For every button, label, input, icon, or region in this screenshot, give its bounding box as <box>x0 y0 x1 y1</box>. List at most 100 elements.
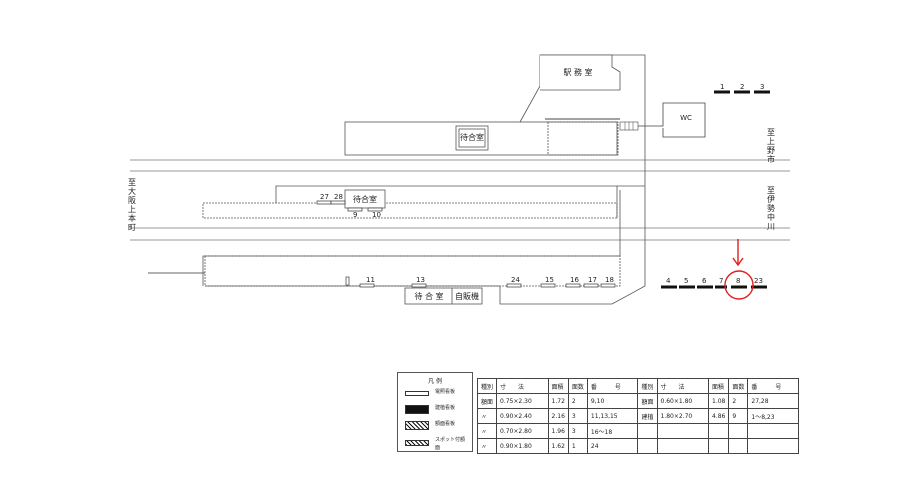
cell <box>747 438 799 454</box>
header-cell: 種別 <box>637 378 658 394</box>
vending-machine-label: 自販機 <box>455 292 479 301</box>
frame-signs <box>316 200 616 288</box>
legend-label: 建植看板 <box>435 405 456 411</box>
sign-number-highlighted: 8 <box>736 277 741 285</box>
cell: 建植 <box>637 408 658 424</box>
waiting-room-mid-label: 待合室 <box>353 195 377 204</box>
table-header-row: 種別 寸 法 面積 面数 番 号 種別 寸 法 面積 面数 番 号 <box>476 378 799 394</box>
station-office-outline <box>519 54 646 128</box>
header-cell: 面数 <box>728 378 749 394</box>
spot-frame-swatch <box>405 440 429 446</box>
cell: 1.62 <box>547 438 569 454</box>
cell <box>656 438 710 454</box>
cell <box>708 423 730 439</box>
sign-number: 15 <box>545 276 554 284</box>
sign-number: 23 <box>754 277 763 285</box>
header-cell: 面積 <box>547 378 569 394</box>
cell <box>637 423 658 439</box>
cell: 1.96 <box>547 423 569 439</box>
sign-number: 11 <box>366 276 375 284</box>
header-cell: 種別 <box>476 378 498 394</box>
sign-number: 24 <box>511 276 520 284</box>
cell: 11,13,15 <box>586 408 639 424</box>
direction-uenoshi: 至上野市 <box>767 128 775 164</box>
cell <box>728 423 749 439</box>
sign-number: 16 <box>570 276 579 284</box>
cell: 0.70×2.80 <box>496 423 549 439</box>
sign-number: 18 <box>605 276 614 284</box>
upper-corridor <box>545 102 706 138</box>
direction-ise-nakagawa: 至伊勢中川 <box>767 186 775 231</box>
cell: 1.08 <box>708 393 730 409</box>
cell: 1.72 <box>547 393 569 409</box>
table-row: 〃 0.90×2.40 2.16 3 11,13,15 建植 1.80×2.70… <box>476 408 799 424</box>
header-cell: 面数 <box>567 378 588 394</box>
cell: 3 <box>567 423 588 439</box>
header-cell: 番 号 <box>586 378 639 394</box>
cell: 2 <box>567 393 588 409</box>
cell: 1.80×2.70 <box>656 408 710 424</box>
sign-number: 5 <box>684 277 689 285</box>
cell <box>708 438 730 454</box>
highlight-marker <box>724 239 754 300</box>
cell: 3 <box>567 408 588 424</box>
header-cell: 寸 法 <box>496 378 549 394</box>
legend-label: 額面看板 <box>435 421 456 427</box>
cell: 2.16 <box>547 408 569 424</box>
sign-number: 28 <box>334 193 343 201</box>
legend-label: 電照看板 <box>435 389 456 395</box>
legend-item: 電照看板 <box>403 387 469 399</box>
legend-item: スポット付額面 <box>403 435 469 451</box>
sign-spec-table: 種別 寸 法 面積 面数 番 号 種別 寸 法 面積 面数 番 号 額面 0.7… <box>476 378 799 454</box>
waiting-room-lower-label: 待 合 室 <box>414 292 444 301</box>
cell: 〃 <box>476 408 498 424</box>
cell <box>637 438 658 454</box>
wc-label: WC <box>680 114 692 122</box>
cell: 2 <box>728 393 749 409</box>
cell: 0.90×2.40 <box>496 408 549 424</box>
cell: 16〜18 <box>586 423 639 439</box>
sign-number: 6 <box>702 277 707 285</box>
sign-number: 1 <box>720 83 725 91</box>
legend: 凡 例 電照看板 建植看板 額面看板 スポット付額面 <box>397 372 473 452</box>
sign-number: 13 <box>416 276 425 284</box>
cell: 額面 <box>637 393 658 409</box>
station-office-label: 駅 務 室 <box>563 68 593 77</box>
cell: 〃 <box>476 423 498 439</box>
table-row: 〃 0.90×1.80 1.62 1 24 <box>476 438 799 454</box>
legend-title: 凡 例 <box>428 378 442 385</box>
table-row: 〃 0.70×2.80 1.96 3 16〜18 <box>476 423 799 439</box>
frame-sign-swatch <box>405 421 429 430</box>
header-cell: 寸 法 <box>656 378 710 394</box>
cell: 0.75×2.30 <box>496 393 549 409</box>
cell <box>728 438 749 454</box>
cell: 27,28 <box>747 393 799 409</box>
direction-osaka-uehommachi: 至大阪上本町 <box>128 178 136 232</box>
sign-number: 17 <box>588 276 597 284</box>
sign-number: 2 <box>740 83 745 91</box>
cell: 〃 <box>476 438 498 454</box>
cell: 9 <box>728 408 749 424</box>
cell <box>747 423 799 439</box>
tracks <box>130 159 790 274</box>
sign-number: 27 <box>320 193 329 201</box>
cell: 24 <box>586 438 639 454</box>
sign-number: 7 <box>719 277 724 285</box>
pole-sign-swatch <box>405 405 429 414</box>
cell <box>656 423 710 439</box>
header-cell: 面積 <box>708 378 730 394</box>
sign-number: 9 <box>353 211 358 219</box>
table-row: 額面 0.75×2.30 1.72 2 9,10 額面 0.60×1.80 1.… <box>476 393 799 409</box>
legend-label: スポット付額面 <box>435 437 466 451</box>
cell: 0.90×1.80 <box>496 438 549 454</box>
legend-item: 額面看板 <box>403 419 469 431</box>
cell: 1 <box>567 438 588 454</box>
header-cell: 番 号 <box>747 378 799 394</box>
sign-number: 3 <box>760 83 765 91</box>
cell: 9,10 <box>586 393 639 409</box>
upper-platform <box>344 121 619 156</box>
cell: 0.60×1.80 <box>656 393 710 409</box>
cell: 額面 <box>476 393 498 409</box>
lighted-sign-swatch <box>405 391 429 396</box>
